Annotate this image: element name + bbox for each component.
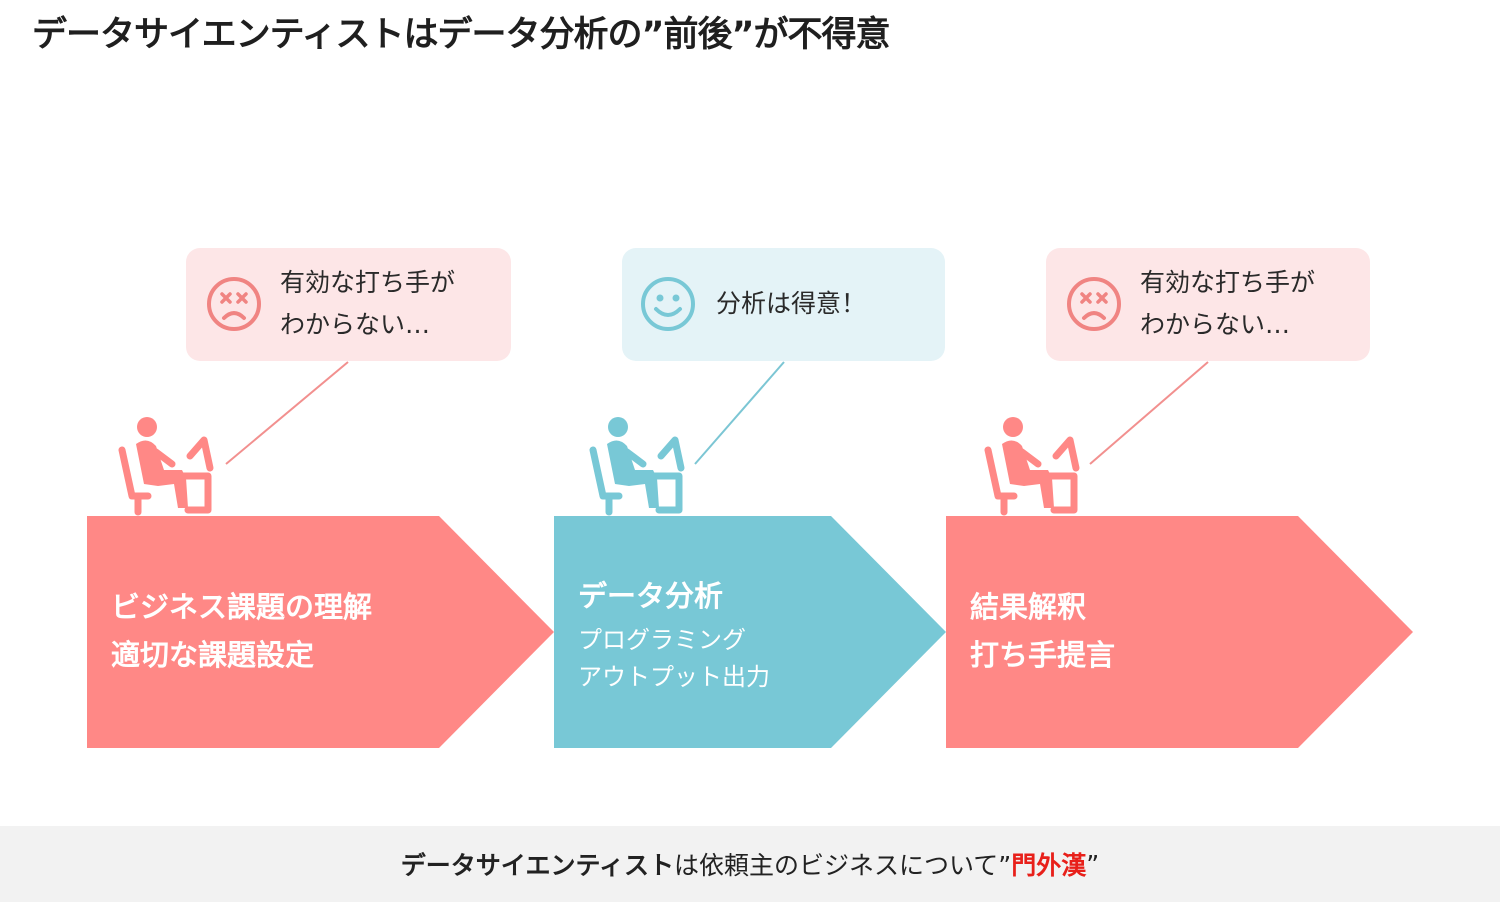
- connector-line-2: [694, 361, 785, 465]
- page-title: データサイエンティストはデータ分析の”前後”が不得意: [32, 15, 891, 55]
- footer-banner: データサイエンティストは依頼主のビジネスについて”門外漢”: [0, 826, 1500, 902]
- stage-2-sub-1: プログラミング: [578, 626, 746, 654]
- stage-arrow-2: [554, 516, 946, 748]
- stage-1-line-2: 適切な課題設定: [111, 638, 315, 672]
- smile-face-icon: [641, 277, 695, 331]
- footer-strong: データサイエンティスト: [400, 851, 675, 880]
- stage-2-sub-2: アウトプット出力: [578, 663, 770, 691]
- person-at-desk-icon: [589, 417, 685, 516]
- person-at-desk-icon: [118, 417, 214, 516]
- stage-1-line-1: ビジネス課題の理解: [111, 590, 373, 624]
- person-at-desk-icon: [984, 417, 1080, 516]
- connector-line-1: [225, 361, 349, 465]
- bubble-3-line-2: わからない…: [1140, 310, 1291, 339]
- speech-bubble-1: 有効な打ち手が わからない…: [186, 248, 511, 361]
- footer-end: ”: [1086, 849, 1100, 879]
- connector-line-3: [1089, 361, 1209, 465]
- speech-bubble-3: 有効な打ち手が わからない…: [1046, 248, 1370, 361]
- bubble-1-line-1: 有効な打ち手が: [280, 268, 456, 297]
- footer-accent: 門外漢: [1011, 851, 1087, 880]
- stage-1-label: ビジネス課題の理解 適切な課題設定: [111, 583, 372, 679]
- bubble-1-line-2: わからない…: [280, 310, 431, 339]
- stage-3-line-2: 打ち手提言: [970, 638, 1116, 672]
- dizzy-face-icon: [1067, 277, 1121, 331]
- stage-arrow-1: [87, 516, 554, 748]
- footer-middle: は依頼主のビジネスについて”: [674, 851, 1012, 880]
- stage-3-label: 結果解釈 打ち手提言: [970, 583, 1115, 679]
- speech-bubble-2: 分析は得意！: [622, 248, 945, 361]
- stage-arrow-3: [946, 516, 1413, 748]
- stage-3-line-1: 結果解釈: [970, 590, 1087, 624]
- bubble-3-line-1: 有効な打ち手が: [1140, 268, 1316, 297]
- stage-2-heading: データ分析: [578, 579, 724, 613]
- stage-2-label: データ分析 プログラミング アウトプット出力: [578, 572, 770, 696]
- dizzy-face-icon: [207, 277, 261, 331]
- bubble-2-line-1: 分析は得意！: [716, 289, 867, 318]
